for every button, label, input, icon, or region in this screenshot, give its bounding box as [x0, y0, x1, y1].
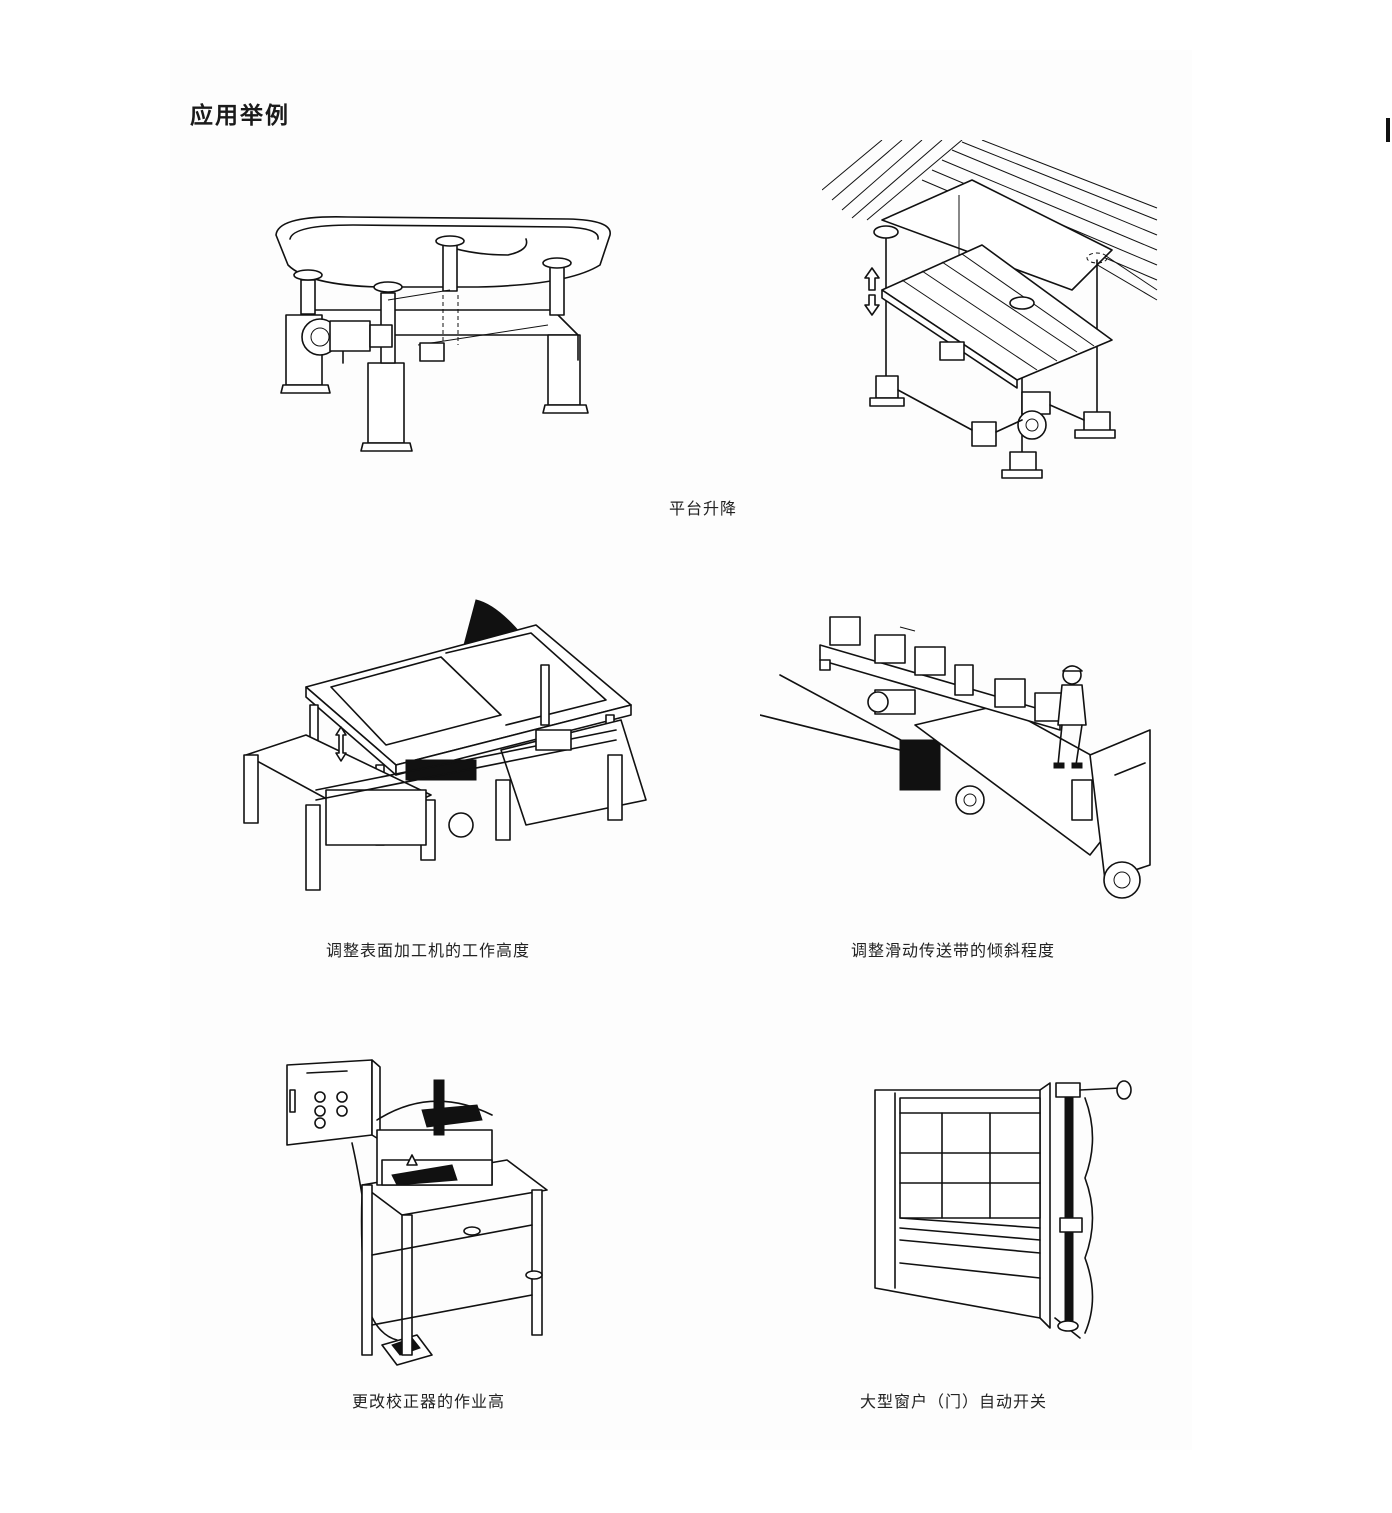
- caption-straightener-height: 更改校正器的作业高: [352, 1392, 506, 1411]
- figure-conveyor-incline: [760, 605, 1155, 905]
- page-edge-mark: [1386, 118, 1390, 142]
- page-title: 应用举例: [190, 103, 290, 129]
- figure-surface-machining-height: [236, 595, 656, 895]
- caption-surface-machining-height: 调整表面加工机的工作高度: [326, 941, 531, 960]
- caption-window-door-opener: 大型窗户（门）自动开关: [860, 1392, 1048, 1411]
- figure-window-door-opener: [870, 1078, 1135, 1343]
- figure-straightener-height: [282, 1055, 552, 1370]
- caption-conveyor-incline: 调整滑动传送带的倾斜程度: [851, 941, 1056, 960]
- figure-tank-platform-lift: [268, 195, 620, 455]
- caption-platform-lift: 平台升降: [669, 499, 738, 518]
- figure-suspended-platform-lift: [822, 140, 1162, 485]
